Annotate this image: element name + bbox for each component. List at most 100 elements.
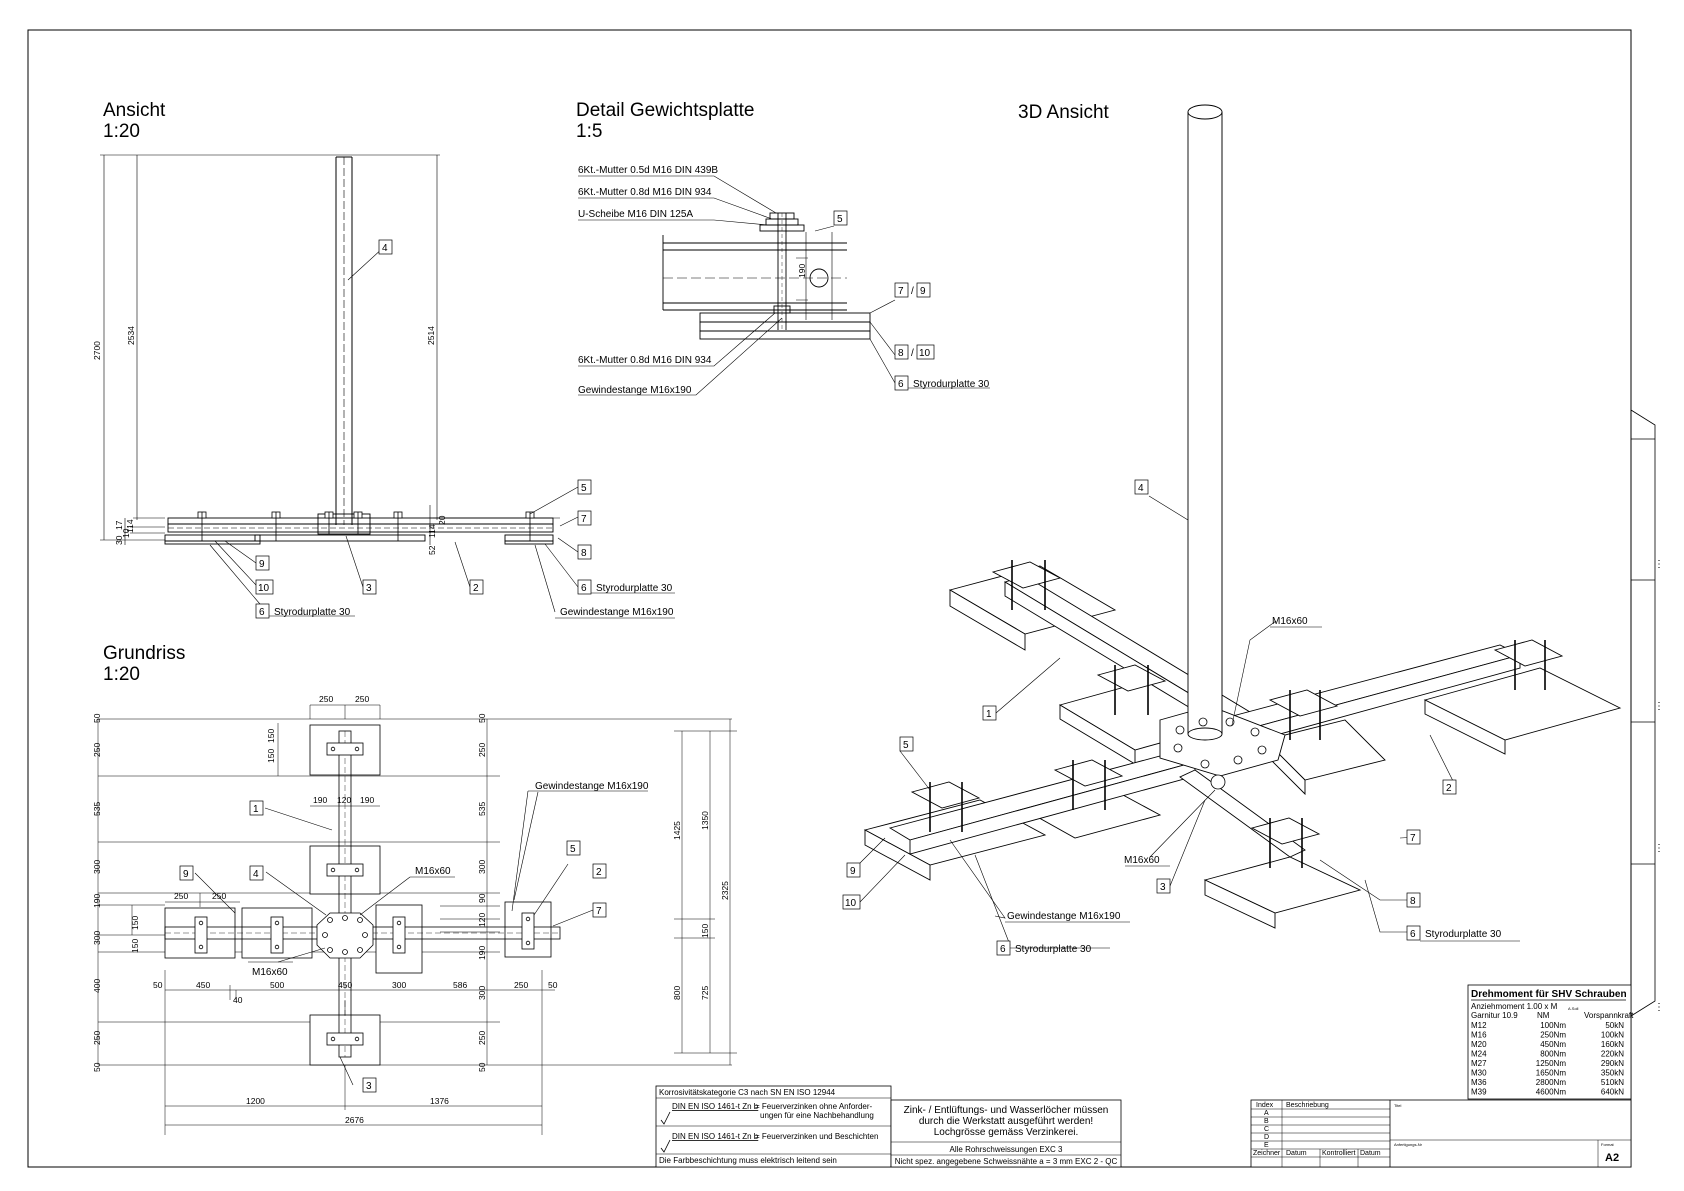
torque-cell-nm: 250Nm	[1540, 1031, 1566, 1040]
dim: 250	[319, 694, 333, 704]
korrosion-note: Korrosivitätskategorie C3 nach SN EN ISO…	[659, 1088, 836, 1097]
dim: 114	[427, 524, 437, 538]
callout-7: 7	[596, 906, 602, 917]
dim: 2514	[426, 326, 436, 345]
torque-cell-size: M30	[1471, 1069, 1487, 1078]
bolt-label: M16x60	[252, 967, 288, 978]
callout-6: 6	[259, 607, 265, 618]
callout-5: 5	[837, 214, 843, 225]
dim: 250	[355, 694, 369, 704]
callout-8: 8	[1410, 896, 1416, 907]
rev-index: E	[1264, 1142, 1269, 1149]
zink-note: Lochgrösse gemäss Verzinkerei.	[934, 1127, 1079, 1138]
torque-cell-nm: 450Nm	[1540, 1040, 1566, 1049]
callout-9: 9	[920, 286, 926, 297]
detail-label: 6Kt.-Mutter 0.8d M16 DIN 934	[578, 355, 712, 366]
torque-cell-nm: 100Nm	[1540, 1021, 1566, 1030]
torque-cell-kn: 160kN	[1601, 1040, 1624, 1049]
dim: 190	[313, 795, 327, 805]
tab-mark: ⋮	[1654, 559, 1664, 570]
callout-2: 2	[596, 867, 602, 878]
dim: 300	[92, 860, 102, 874]
dim: 150	[130, 916, 140, 930]
callout-6-text: Styrodurplatte 30	[913, 379, 990, 390]
dim: 190	[92, 894, 102, 908]
detail-label: Gewindestange M16x190	[578, 385, 692, 396]
table-head: Vorspannkraft	[1584, 1011, 1634, 1020]
exc3-note: Alle Rohrschweissungen EXC 3	[950, 1145, 1063, 1154]
torque-table: Drehmoment für SHV Schrauben Anziehmomen…	[1467, 984, 1634, 1100]
torque-cell-nm: 2800Nm	[1536, 1078, 1567, 1087]
rev-index: B	[1264, 1118, 1269, 1125]
dim: 300	[477, 860, 487, 874]
callout-6-text: Styrodurplatte 30	[1015, 944, 1092, 955]
torque-cell-kn: 100kN	[1601, 1031, 1624, 1040]
dim: 450	[338, 980, 352, 990]
notes-block: Korrosivitätskategorie C3 nach SN EN ISO…	[655, 1085, 1122, 1168]
dim: 250	[477, 1031, 487, 1045]
tab-mark: ⋮	[1654, 843, 1664, 854]
view-scale: 1:20	[103, 664, 140, 685]
rev-index: C	[1264, 1126, 1269, 1133]
table-title: Drehmoment für SHV Schrauben	[1471, 989, 1627, 1000]
table-subtitle-sub: A.Soll	[1568, 1006, 1579, 1011]
dim: 300	[92, 931, 102, 945]
callout-6: 6	[898, 379, 904, 390]
torque-cell-size: M39	[1471, 1088, 1487, 1097]
dim: 725	[700, 986, 710, 1000]
farbe-note: Die Farbbeschichtung muss elektrisch lei…	[659, 1156, 837, 1165]
gewinde-label: Gewindestange M16x190	[560, 607, 674, 618]
table-head: Garnitur 10.9	[1471, 1011, 1518, 1020]
callout-10: 10	[845, 898, 857, 909]
dim: 1200	[246, 1096, 265, 1106]
callout-1: 1	[986, 709, 992, 720]
torque-cell-size: M12	[1471, 1021, 1487, 1030]
zink-note: Zink- / Entlüftungs- und Wasserlöcher mü…	[904, 1105, 1109, 1116]
callout-7: 7	[1410, 833, 1416, 844]
callout-4: 4	[382, 243, 388, 254]
gewinde-label: Gewindestange M16x190	[1007, 911, 1121, 922]
dim: 190	[477, 946, 487, 960]
dim: 2534	[126, 326, 136, 345]
format-value: A2	[1605, 1152, 1619, 1164]
dim: 190	[797, 264, 807, 278]
torque-cell-kn: 350kN	[1601, 1069, 1624, 1078]
callout-4: 4	[1138, 483, 1144, 494]
dim: 40	[233, 995, 243, 1005]
detail-label: 6Kt.-Mutter 0.8d M16 DIN 934	[578, 187, 712, 198]
dim: 250	[92, 1031, 102, 1045]
callout-6: 6	[1000, 944, 1006, 955]
rev-index: A	[1264, 1110, 1269, 1117]
table-subtitle: Anziehmoment 1.00 x M	[1471, 1002, 1558, 1011]
torque-cell-size: M20	[1471, 1040, 1487, 1049]
torque-cell-nm: 800Nm	[1540, 1050, 1566, 1059]
callout-5: 5	[581, 483, 587, 494]
dim: 50	[477, 1062, 487, 1072]
dim: 300	[392, 980, 406, 990]
dim: 250	[92, 743, 102, 757]
dim: 250	[212, 891, 226, 901]
dim: 535	[477, 802, 487, 816]
dim: 30	[114, 535, 124, 545]
detail-label: U-Scheibe M16 DIN 125A	[578, 209, 693, 220]
dim: 2700	[92, 341, 102, 360]
callout-7: 7	[898, 286, 904, 297]
callout-9: 9	[183, 869, 189, 880]
titel-label: Titel	[1394, 1103, 1402, 1108]
dim: 1425	[672, 821, 682, 840]
callout-6-text: Styrodurplatte 30	[1425, 929, 1502, 940]
option-code: DIN EN ISO 1461-t Zn b	[672, 1132, 759, 1141]
dim: 1350	[700, 811, 710, 830]
dim: 52	[427, 545, 437, 555]
separator: /	[911, 348, 914, 359]
callout-9: 9	[850, 866, 856, 877]
callout-6: 6	[1410, 929, 1416, 940]
view-detail: Detail Gewichtsplatte 1:5 190	[576, 100, 990, 396]
callout-10: 10	[919, 348, 931, 359]
view-title: Grundriss	[103, 643, 185, 664]
option-text: = Feuerverzinken ohne Anforder-	[755, 1102, 873, 1111]
callout-3: 3	[366, 583, 372, 594]
torque-cell-kn: 510kN	[1601, 1078, 1624, 1087]
rev-header: Beschriebung	[1286, 1102, 1329, 1109]
callout-10: 10	[258, 583, 270, 594]
